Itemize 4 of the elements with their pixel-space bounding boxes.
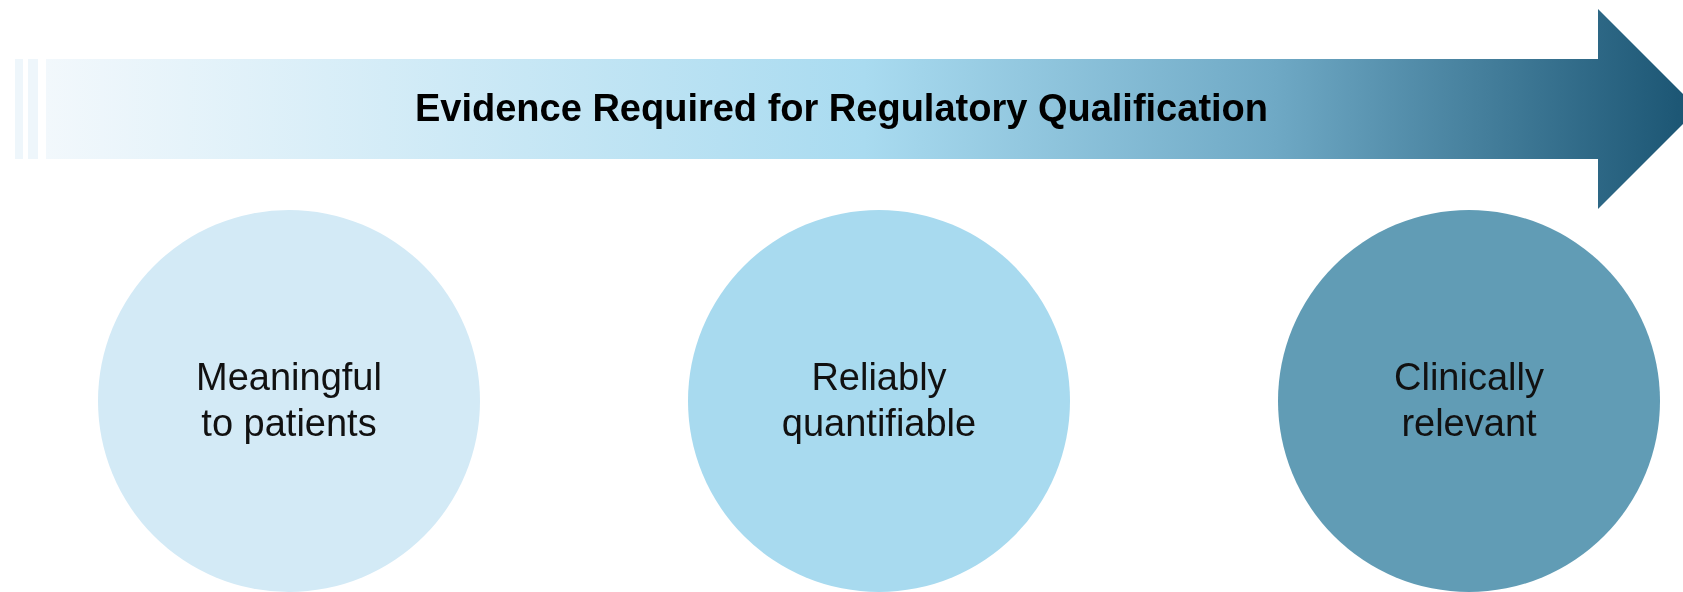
circle-label: Clinically relevant xyxy=(1393,355,1545,446)
banner-title: Evidence Required for Regulatory Qualification xyxy=(414,86,1269,130)
circle-label: Meaningful to patients xyxy=(195,355,383,446)
circle-label: Reliably quantifiable xyxy=(780,355,978,446)
